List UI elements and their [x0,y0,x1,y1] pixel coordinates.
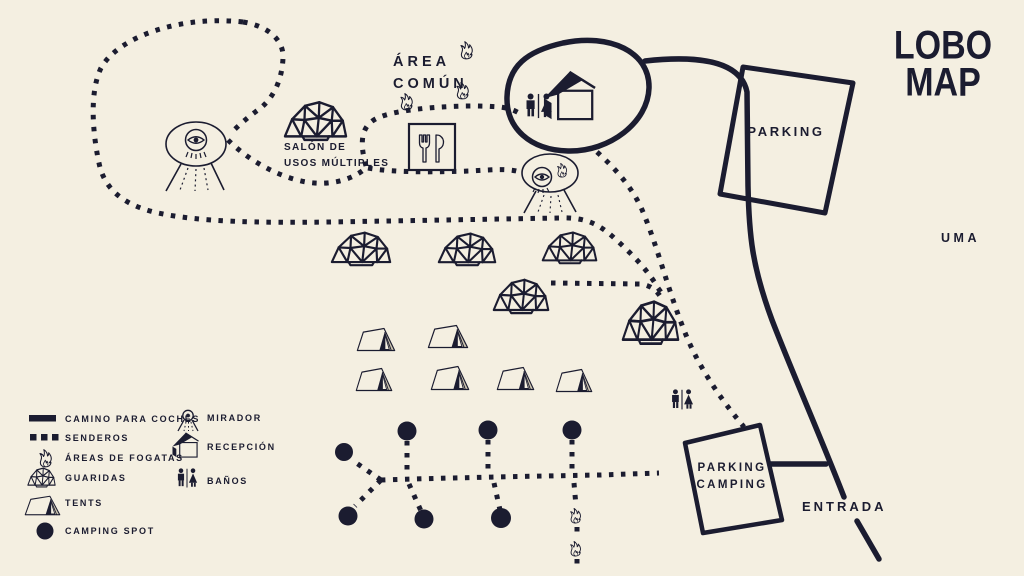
trail-viewpoint-to-common [226,138,368,186]
tent-icon [355,367,393,392]
reception-house-icon [542,70,597,121]
camping-spot-dot [335,443,353,461]
trail-reception-to-camping [595,150,746,429]
camping-spot-dot [478,420,498,440]
viewpoint-icon [177,409,199,432]
salon-dome-icon [283,101,348,142]
trail-camping-v1-bottom [406,482,424,513]
trail-camping-v2-bottom [491,482,503,511]
tent-icon [356,327,396,352]
legend-label-camping-spot: CAMPING SPOT [65,526,155,536]
map-title-line1: LOBO [893,23,993,69]
trail-top-curl [229,19,286,135]
legend-label-roads: CAMINO PARA COCHES [65,414,201,424]
dome-icon [621,300,680,346]
parking-lot-outline [717,64,856,216]
camping-spot-dot [491,508,511,528]
legend-icons [24,409,200,540]
entrance-label: ENTRADA [802,499,887,514]
tent-icon [496,366,535,391]
legend-label-tents: TENTS [65,498,104,508]
legend-label-fire-areas: ÁREAS DE FOGATAS [65,453,184,463]
dome-icon [437,232,497,267]
legend-label-restrooms: BAÑOS [207,476,249,486]
legend-label-viewpoint: MIRADOR [207,413,262,423]
knife-icon [435,134,445,163]
fire-icon [39,449,52,468]
restrooms-icon [671,388,694,410]
fire-icon [570,507,581,524]
trail-camping-branch-sw [353,478,383,508]
trail-camping-branch-nw [350,457,383,483]
restrooms-icon [177,467,198,489]
dome-icon [492,278,550,315]
viewpoint-icon [521,153,579,214]
tent-icon [427,324,469,349]
common-area-label: ÁREA COMÚN [393,54,468,92]
trail-camping-v3-bottom [571,482,580,565]
viewpoint-icon [165,121,227,192]
trail-common-loop-top [359,103,521,167]
trail-dashes-icon [30,434,59,441]
road-network [504,37,882,562]
tent-icon [430,365,470,391]
parking-camping-label: PARKING CAMPING [696,462,768,492]
camping-spot-icon [36,522,54,540]
fire-icon [570,540,581,557]
restaurant-icon [407,122,457,172]
multipurpose-hall-label: SALÓN DE USOS MÚLTIPLES [284,142,390,169]
trail-camping-horizontal [380,470,660,483]
camping-spot-dot [338,506,358,526]
reception-loop-road [504,37,652,154]
entrance-road [854,518,882,562]
parking-label: PARKING [747,124,825,139]
camping-spot-dot [397,421,417,441]
camping-spot-dots [335,420,582,529]
trail-common-loop-bottom [367,165,521,175]
tent-icon [24,495,61,516]
legend-label-reception: RECEPCIÓN [207,442,276,452]
legend-label-trails: SENDEROS [65,433,130,443]
dome-icon [330,231,392,267]
fork-icon [418,134,431,163]
map-title-line2: MAP [905,60,981,106]
trail-network [90,18,746,565]
legend-label-domes: GUARIDAS [65,473,127,483]
restrooms-icon [525,92,553,119]
camping-spot-dot [414,509,434,529]
region-label: UMA [941,231,980,245]
dome-icon [541,231,598,265]
camping-spot-dot [562,420,582,440]
tent-icon [555,368,593,393]
fire-icon [400,93,413,111]
trail-dome-spur [550,280,663,298]
trail-west-loop [90,18,665,299]
road-line-icon [29,415,56,422]
dome-icon [27,467,56,488]
parking-camping-lot-outline [682,422,785,536]
fire-icon [557,162,568,178]
main-road [642,56,847,500]
